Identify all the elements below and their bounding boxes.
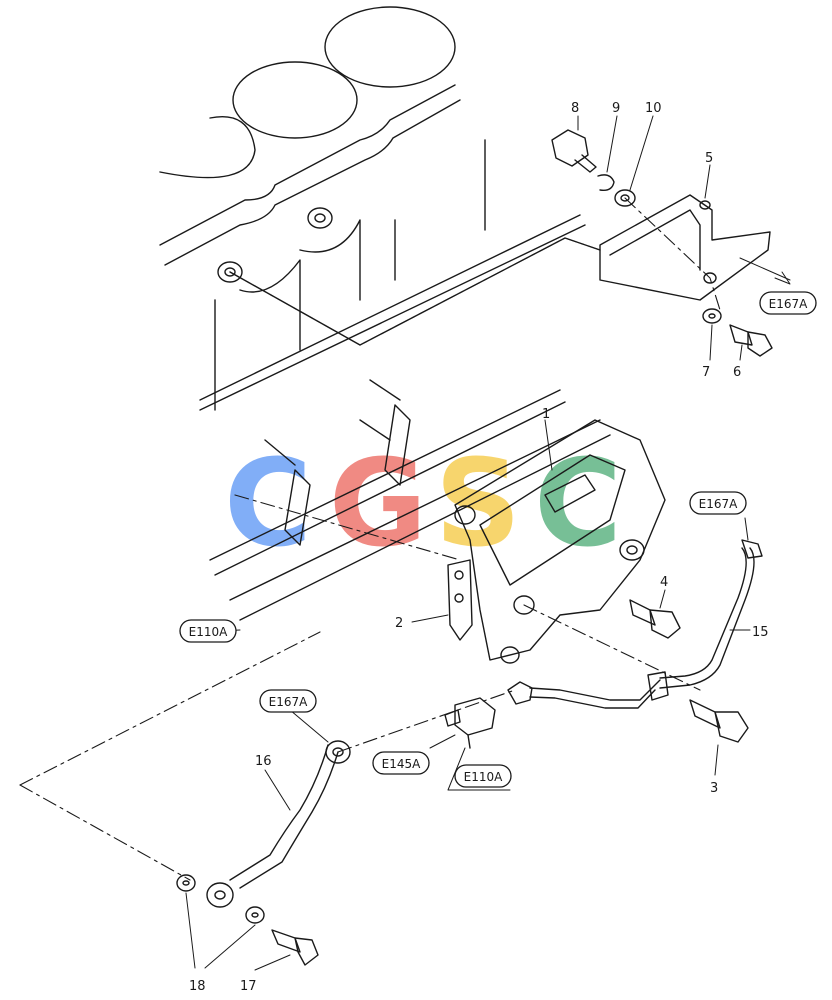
- ref-e167a-low-label: E167A: [269, 695, 308, 709]
- block-boss-left-hole: [224, 267, 236, 277]
- cylinder-bore-1: [159, 116, 256, 179]
- bolt-6-shank: [729, 324, 753, 346]
- label-part-15: 15: [752, 625, 769, 640]
- block-rib-1: [239, 259, 301, 351]
- spring-washer-9: [597, 174, 615, 192]
- bolt-6-head: [747, 331, 773, 357]
- pipe-16-eye-top: [325, 740, 351, 764]
- arrow-to-e167a-top: [774, 271, 791, 285]
- bolt-8-shank: [574, 154, 597, 173]
- lower-engine-section: [209, 379, 611, 621]
- label-part-17: 17: [240, 979, 257, 994]
- ref-e110a-bottom-label: E110A: [464, 770, 503, 784]
- pipe-15-end-fitting: [741, 539, 763, 559]
- pipe-15-clamp: [647, 671, 669, 701]
- block-base-line-1: [199, 214, 581, 401]
- block-deck-edge-lower: [164, 99, 461, 266]
- oil-pipe-16: [206, 709, 351, 908]
- pipe-16-inner: [239, 751, 339, 889]
- label-part-18: 18: [189, 979, 206, 994]
- tee-fitting-body: [454, 697, 496, 736]
- ref-e167a-low[interactable]: E167A: [259, 689, 317, 713]
- pipe-16-eye-bottom: [206, 882, 234, 908]
- bracket-5: [599, 194, 771, 301]
- block-base-line-2: [199, 224, 586, 411]
- ref-e110a-left-label: E110A: [189, 625, 228, 639]
- ref-e145a-label: E145A: [382, 757, 421, 771]
- ref-e167a-top[interactable]: E167A: [759, 291, 817, 315]
- label-part-9: 9: [612, 101, 620, 116]
- plate-2-body: [447, 559, 473, 641]
- pipe-15-lower: [529, 679, 661, 701]
- washers-18: [176, 874, 265, 969]
- bolt-4-head: [649, 609, 681, 639]
- ref-e110a-bottom[interactable]: E110A: [454, 764, 512, 788]
- bolt-17-shank: [271, 929, 301, 953]
- bolt-3-shank: [689, 699, 721, 729]
- ref-e167a-top-label: E167A: [769, 297, 808, 311]
- main-bracket-1: [454, 419, 701, 691]
- block-rib-2: [299, 219, 361, 301]
- bracket-1-slot: [544, 474, 596, 513]
- ref-e145a[interactable]: E145A: [372, 751, 430, 775]
- ref-e167a-mid[interactable]: E167A: [689, 491, 747, 515]
- watermark-letter-3: S: [435, 435, 521, 574]
- plate-2: [411, 559, 473, 641]
- banjo-bolt-17: [254, 929, 319, 971]
- block-boss-right-hole: [314, 213, 326, 223]
- bolt-4-shank: [629, 599, 656, 626]
- washer-7: [702, 308, 722, 324]
- ref-e167a-mid-label: E167A: [699, 497, 738, 511]
- bolt-8-head: [551, 129, 589, 167]
- label-part-5: 5: [705, 151, 713, 166]
- pipe-15-upper: [659, 547, 755, 689]
- centerline-upper: [229, 237, 601, 346]
- pipe-15-nut: [507, 681, 533, 705]
- washer-10: [614, 189, 636, 207]
- label-part-10: 10: [645, 101, 662, 116]
- label-part-16: 16: [255, 754, 272, 769]
- bolt-3-head: [714, 711, 749, 743]
- block-boss-left: [217, 261, 243, 283]
- label-part-6: 6: [733, 365, 741, 380]
- washer-18-a: [176, 874, 196, 892]
- label-part-4: 4: [660, 575, 668, 590]
- washer-18-b: [245, 906, 265, 924]
- part-labels: 8 9 10 5 7 6 1 4 2 15 3 16 18 17: [189, 101, 769, 994]
- label-part-7: 7: [702, 365, 710, 380]
- label-part-1: 1: [542, 407, 550, 422]
- watermark-letter-4: C: [534, 435, 622, 574]
- pipe-16-outer: [229, 744, 329, 881]
- bolt-3: [689, 699, 749, 776]
- cylinder-bore-3: [324, 6, 456, 88]
- label-part-3: 3: [710, 781, 718, 796]
- label-part-2: 2: [395, 616, 403, 631]
- bracket-1-body: [454, 419, 666, 661]
- gear-bracket-right: [384, 404, 411, 486]
- label-part-8: 8: [571, 101, 579, 116]
- block-boss-right: [307, 207, 333, 229]
- bolt-17-head: [294, 937, 319, 966]
- engine-block: [159, 6, 586, 411]
- cylinder-bore-2: [232, 61, 358, 139]
- watermark: C G S C: [224, 435, 622, 574]
- upper-assembly: [229, 115, 791, 361]
- bolt-4: [629, 589, 681, 639]
- oil-pipe-15: [507, 517, 763, 709]
- watermark-letter-2: G: [329, 435, 428, 574]
- block-deck-edge: [159, 84, 456, 246]
- ref-e110a-left[interactable]: E110A: [179, 619, 237, 643]
